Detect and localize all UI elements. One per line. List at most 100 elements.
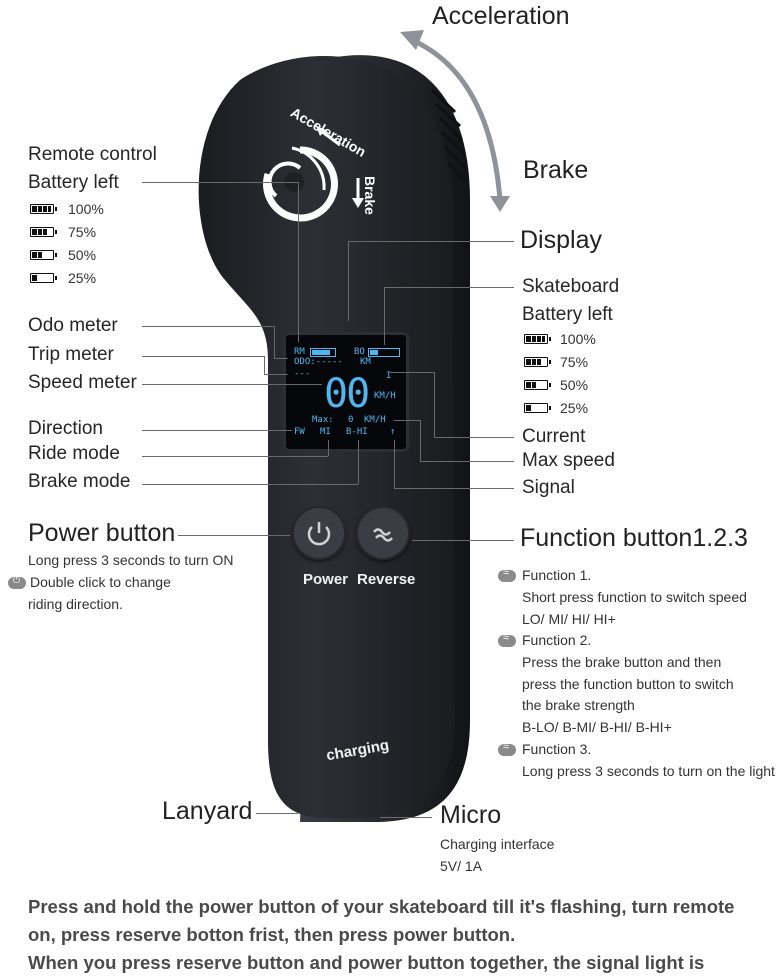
grip-ridges: [430, 88, 467, 183]
screen-bhi: B-HI: [346, 427, 368, 437]
function1-line2: LO/ MI/ HI/ HI+: [522, 611, 616, 627]
power-line3: riding direction.: [28, 596, 123, 612]
trip-vline: [264, 356, 265, 374]
function-small-icon: [498, 567, 516, 583]
skateboard-title: Skateboard: [522, 276, 620, 297]
odo-line: [142, 326, 274, 327]
ride-mode-label: Ride mode: [28, 443, 120, 464]
ride-line: [142, 456, 328, 457]
battery-100-icon: [30, 204, 57, 214]
power-line1: Long press 3 seconds to turn ON: [28, 552, 234, 568]
micro-label: Micro: [440, 801, 502, 829]
battery-100-icon: [524, 334, 551, 344]
remote-control-title: Remote control: [28, 144, 157, 165]
skateboard-battery-100: 100%: [560, 331, 596, 347]
remote-battery-100: 100%: [68, 201, 104, 217]
remote-battery-vline: [298, 182, 299, 342]
screen-odo: ODO:-----: [294, 357, 343, 367]
screen-km: KM: [360, 357, 371, 367]
signal-line: [394, 488, 514, 489]
skateboard-subtitle: Battery left: [522, 304, 613, 325]
odo-line2: [274, 358, 288, 359]
remote-battery-50: 50%: [68, 247, 97, 263]
function1-title: Function 1.: [498, 567, 591, 583]
power-line2: Double click to change: [8, 574, 171, 590]
power-icon: [307, 522, 331, 546]
display-line: [348, 241, 514, 242]
power-button-label: Power: [303, 571, 349, 588]
remote-battery-line: [142, 182, 298, 183]
micro-line: [380, 817, 432, 818]
battery-50-icon: [30, 250, 57, 260]
max-speed-line: [420, 461, 514, 462]
function2-line4: B-LO/ B-MI/ B-HI/ B-HI+: [522, 719, 672, 735]
arrow-head-bottom: [490, 196, 510, 212]
function2-line2: press the function button to switch: [522, 676, 734, 692]
current-line2: [390, 372, 434, 373]
current-label: Current: [522, 426, 586, 447]
odo-vline: [274, 326, 275, 358]
brake-mode-label: Brake mode: [28, 471, 131, 492]
function-button-title: Function button1.2.3: [520, 524, 748, 552]
charging-spec-label: 5V/ 1A: [440, 858, 483, 874]
screen-speed: 00: [324, 371, 370, 417]
screen-rm-battery: [310, 348, 336, 357]
top-acceleration-label: Acceleration: [432, 2, 570, 30]
screen-bo: BO: [354, 347, 365, 357]
battery-75-icon: [524, 357, 551, 367]
screen-trip: ---: [294, 369, 311, 379]
skateboard-battery-50: 50%: [560, 377, 589, 393]
display-vline: [348, 241, 349, 321]
max-speed-line2: [394, 420, 420, 421]
brake-vline: [358, 440, 359, 484]
trip-meter-label: Trip meter: [28, 344, 114, 365]
screen-signal-arrow: ↑: [390, 427, 396, 437]
top-brake-label: Brake: [523, 156, 589, 184]
odo-meter-label: Odo meter: [28, 315, 118, 336]
function2-line1: Press the brake button and then: [522, 654, 722, 670]
arrow-head-top: [400, 30, 424, 50]
display-label: Display: [520, 226, 602, 254]
lanyard-line: [256, 813, 298, 814]
skateboard-line: [384, 287, 514, 288]
screen-fw: FW: [294, 427, 305, 437]
ride-vline: [328, 440, 329, 456]
max-speed-vline: [420, 420, 421, 461]
direction-line: [142, 430, 292, 431]
function-button-line: [412, 540, 514, 541]
current-vline: [434, 372, 435, 437]
power-small-icon: [8, 575, 26, 590]
power-button-title: Power button: [28, 519, 176, 547]
remote-brake-text: Brake: [362, 176, 378, 215]
skateboard-battery-75: 75%: [560, 354, 589, 370]
screen-rm: RM: [294, 347, 305, 357]
remote-battery-75: 75%: [68, 224, 97, 240]
function-small-icon: [498, 741, 516, 757]
acceleration-brake-arrow: [410, 37, 503, 201]
speed-line: [142, 384, 322, 385]
display-screen: RM BO ODO:----- KM --- I 00 KM/H Max: 0 …: [283, 332, 409, 452]
direction-label: Direction: [28, 418, 103, 439]
function-button[interactable]: [356, 506, 410, 560]
speed-meter-label: Speed meter: [28, 372, 137, 393]
wave-icon: [373, 528, 393, 542]
function3-line1: Long press 3 seconds to turn on the ligh…: [522, 763, 775, 779]
charging-interface-label: Charging interface: [440, 836, 555, 852]
screen-current: I: [386, 371, 392, 381]
screen-unit: KM/H: [374, 391, 396, 401]
skateboard-vline: [384, 287, 385, 345]
battery-75-icon: [30, 227, 57, 237]
power-button[interactable]: [292, 506, 346, 560]
battery-25-icon: [30, 273, 57, 283]
screen-mi: MI: [320, 427, 331, 437]
instruction-line2: on, press reserve botton frist, then pre…: [28, 924, 516, 945]
function2-line3: the brake strength: [522, 697, 635, 713]
instruction-line1: Press and hold the power button of your …: [28, 896, 735, 917]
screen-max-unit: KM/H: [364, 415, 386, 425]
screen-max-val: 0: [348, 415, 354, 425]
function1-line1: Short press function to switch speed: [522, 589, 747, 605]
signal-vline: [394, 440, 395, 488]
screen-bo-battery: [368, 348, 400, 357]
power-button-line: [178, 535, 290, 536]
battery-50-icon: [524, 380, 551, 390]
